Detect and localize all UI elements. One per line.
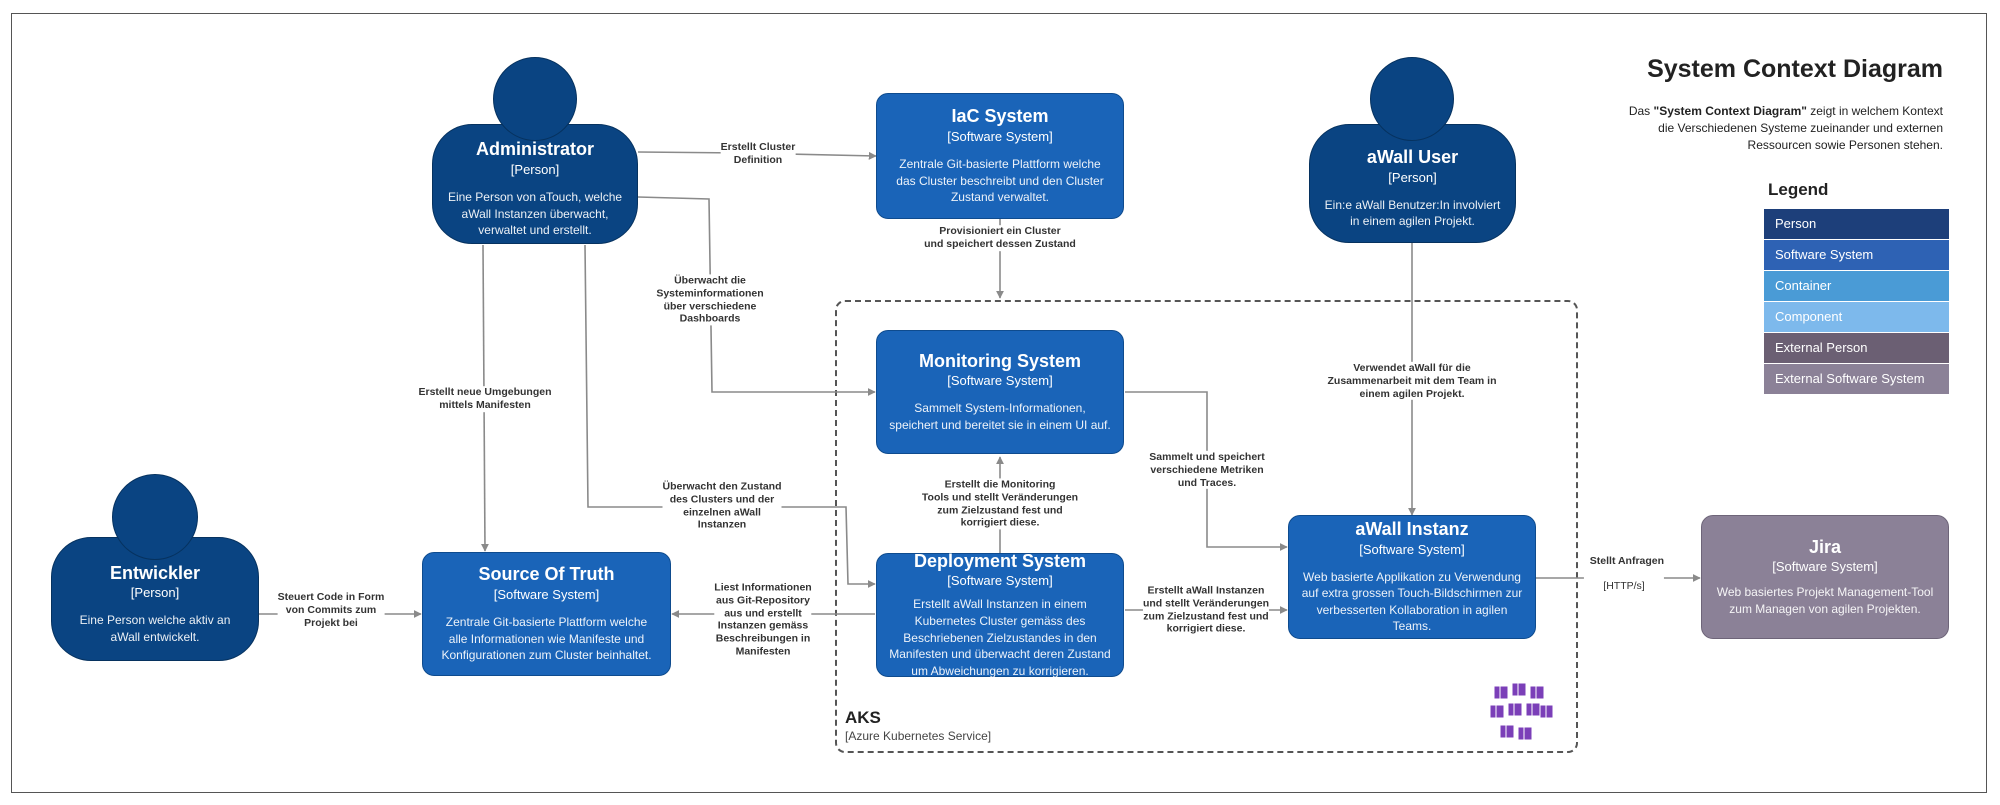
system-monitoring-tag: [Software System] [947,373,1053,389]
legend-title: Legend [1768,180,1829,199]
legend-item-external-software-system: External Software System [1764,364,1949,394]
system-awall-instanz-desc: Web basierte Applikation zu Verwendung a… [1301,569,1523,634]
diagram-description-emphasis: "System Context Diagram" [1653,104,1807,118]
diagram-description-after: zeigt in welchem Kontext die Verschieden… [1658,104,1943,152]
edge-label-instanz-jira-technology: [HTTP/s] [1603,580,1645,593]
person-awall-user-tag: [Person] [1388,169,1437,185]
system-iac-desc: Zentrale Git-basierte Plattform welche d… [896,157,1104,205]
legend-item-container: Container [1764,271,1949,301]
system-awall-instanz[interactable]: aWall Instanz [Software System] Web basi… [1288,515,1536,639]
system-source-of-truth[interactable]: Source Of Truth [Software System] Zentra… [422,552,671,676]
system-monitoring-title: Monitoring System [918,350,1081,371]
person-entwickler-desc: Eine Person welche aktiv an aWall entwic… [79,613,231,644]
system-iac-tag: [Software System] [947,129,1053,145]
aks-logo-icon [1490,683,1554,741]
edge-label-entwickler-sot: Steuert Code in Form von Commits zum Pro… [277,590,385,630]
person-entwickler-head-icon [112,474,198,560]
person-awall-user[interactable]: aWall User [Person] Ein:e aWall Benutzer… [1309,124,1516,243]
system-source-of-truth-tag: [Software System] [493,587,600,603]
person-administrator-tag: [Person] [510,162,560,178]
edge-label-admin-monitoring: Überwacht die Systeminformationen über v… [656,274,764,326]
diagram-frame [11,13,1987,793]
edge-label-admin-iac: Erstellt Cluster Definition [720,141,796,167]
external-system-jira-title: Jira [1808,536,1842,557]
system-iac-title: IaC System [951,106,1049,127]
aks-cubes [1490,683,1554,741]
person-administrator-title: Administrator [475,139,594,160]
edge-admin-deployment [584,244,876,588]
person-administrator[interactable]: Administrator [Person] Eine Person von a… [432,124,638,244]
person-awall-user-head-icon [1370,57,1454,141]
diagram-title: System Context Diagram [1647,55,1943,83]
aks-boundary [835,300,1578,753]
person-awall-user-desc: Ein:e aWall Benutzer:In involviert in ei… [1324,197,1501,229]
edge-label-monitoring-instanz: Sammelt und speichert verschiedene Metri… [1149,450,1265,490]
edge-label-deployment-monitoring: Erstellt die Monitoring Tools und stellt… [921,478,1079,530]
diagram-description-before: Das [1628,104,1654,118]
system-source-of-truth-desc: Zentrale Git-basierte Plattform welche a… [441,615,652,663]
edge-label-iac-boundary: Provisioniert ein Cluster und speichert … [924,225,1076,251]
edge-label-deployment-instanz: Erstellt aWall Instanzen und stellt Verä… [1142,584,1270,636]
system-monitoring-desc: Sammelt System-Informationen, speichert … [889,401,1111,432]
diagram-description: Das "System Context Diagram" zeigt in we… [1623,103,1943,153]
system-deployment[interactable]: Deployment System [Software System] Erst… [876,550,1124,678]
system-deployment-desc: Erstellt aWall Instanzen in einem Kubern… [889,597,1111,678]
legend-item-software-system: Software System [1764,240,1949,270]
edge-label-admin-deployment: Überwacht den Zustand des Clusters und d… [662,480,782,532]
aks-boundary-title: AKS [845,708,881,727]
person-administrator-head-icon [493,57,577,141]
system-iac[interactable]: IaC System [Software System] Zentrale Gi… [876,93,1124,219]
legend-item-component: Component [1764,302,1949,332]
system-deployment-tag: [Software System] [947,573,1053,589]
legend: Legend Person Software System Container … [1764,180,1949,395]
person-awall-user-title: aWall User [1366,147,1459,168]
edge-label-user-instanz: Verwendet aWall für die Zusammenarbeit m… [1327,361,1497,401]
person-entwickler-title: Entwickler [109,562,201,583]
external-system-jira-desc: Web basiertes Projekt Management-Tool zu… [1716,585,1934,616]
external-system-jira[interactable]: Jira [Software System] Web basiertes Pro… [1701,515,1949,639]
person-administrator-desc: Eine Person von aTouch, welche aWall Ins… [447,190,623,238]
aks-boundary-tag: [Azure Kubernetes Service] [845,729,992,743]
edge-label-instanz-jira: Stellt Anfragen [HTTP/s] [1583,542,1665,606]
system-awall-instanz-title: aWall Instanz [1355,519,1469,540]
legend-item-person: Person [1764,209,1949,239]
edge-label-instanz-jira-text: Stellt Anfragen [1589,554,1665,567]
system-awall-instanz-tag: [Software System] [1359,541,1465,557]
system-source-of-truth-title: Source Of Truth [478,564,615,585]
person-entwickler-tag: [Person] [130,585,180,601]
edge-label-admin-sot: Erstellt neue Umgebungen mittels Manifes… [418,386,552,412]
system-deployment-title: Deployment System [913,550,1087,571]
edge-label-deployment-sot: Liest Informationen aus Git-Repository a… [714,581,812,659]
legend-item-external-person: External Person [1764,333,1949,363]
system-monitoring[interactable]: Monitoring System [Software System] Samm… [876,330,1124,454]
external-system-jira-tag: [Software System] [1772,559,1878,575]
